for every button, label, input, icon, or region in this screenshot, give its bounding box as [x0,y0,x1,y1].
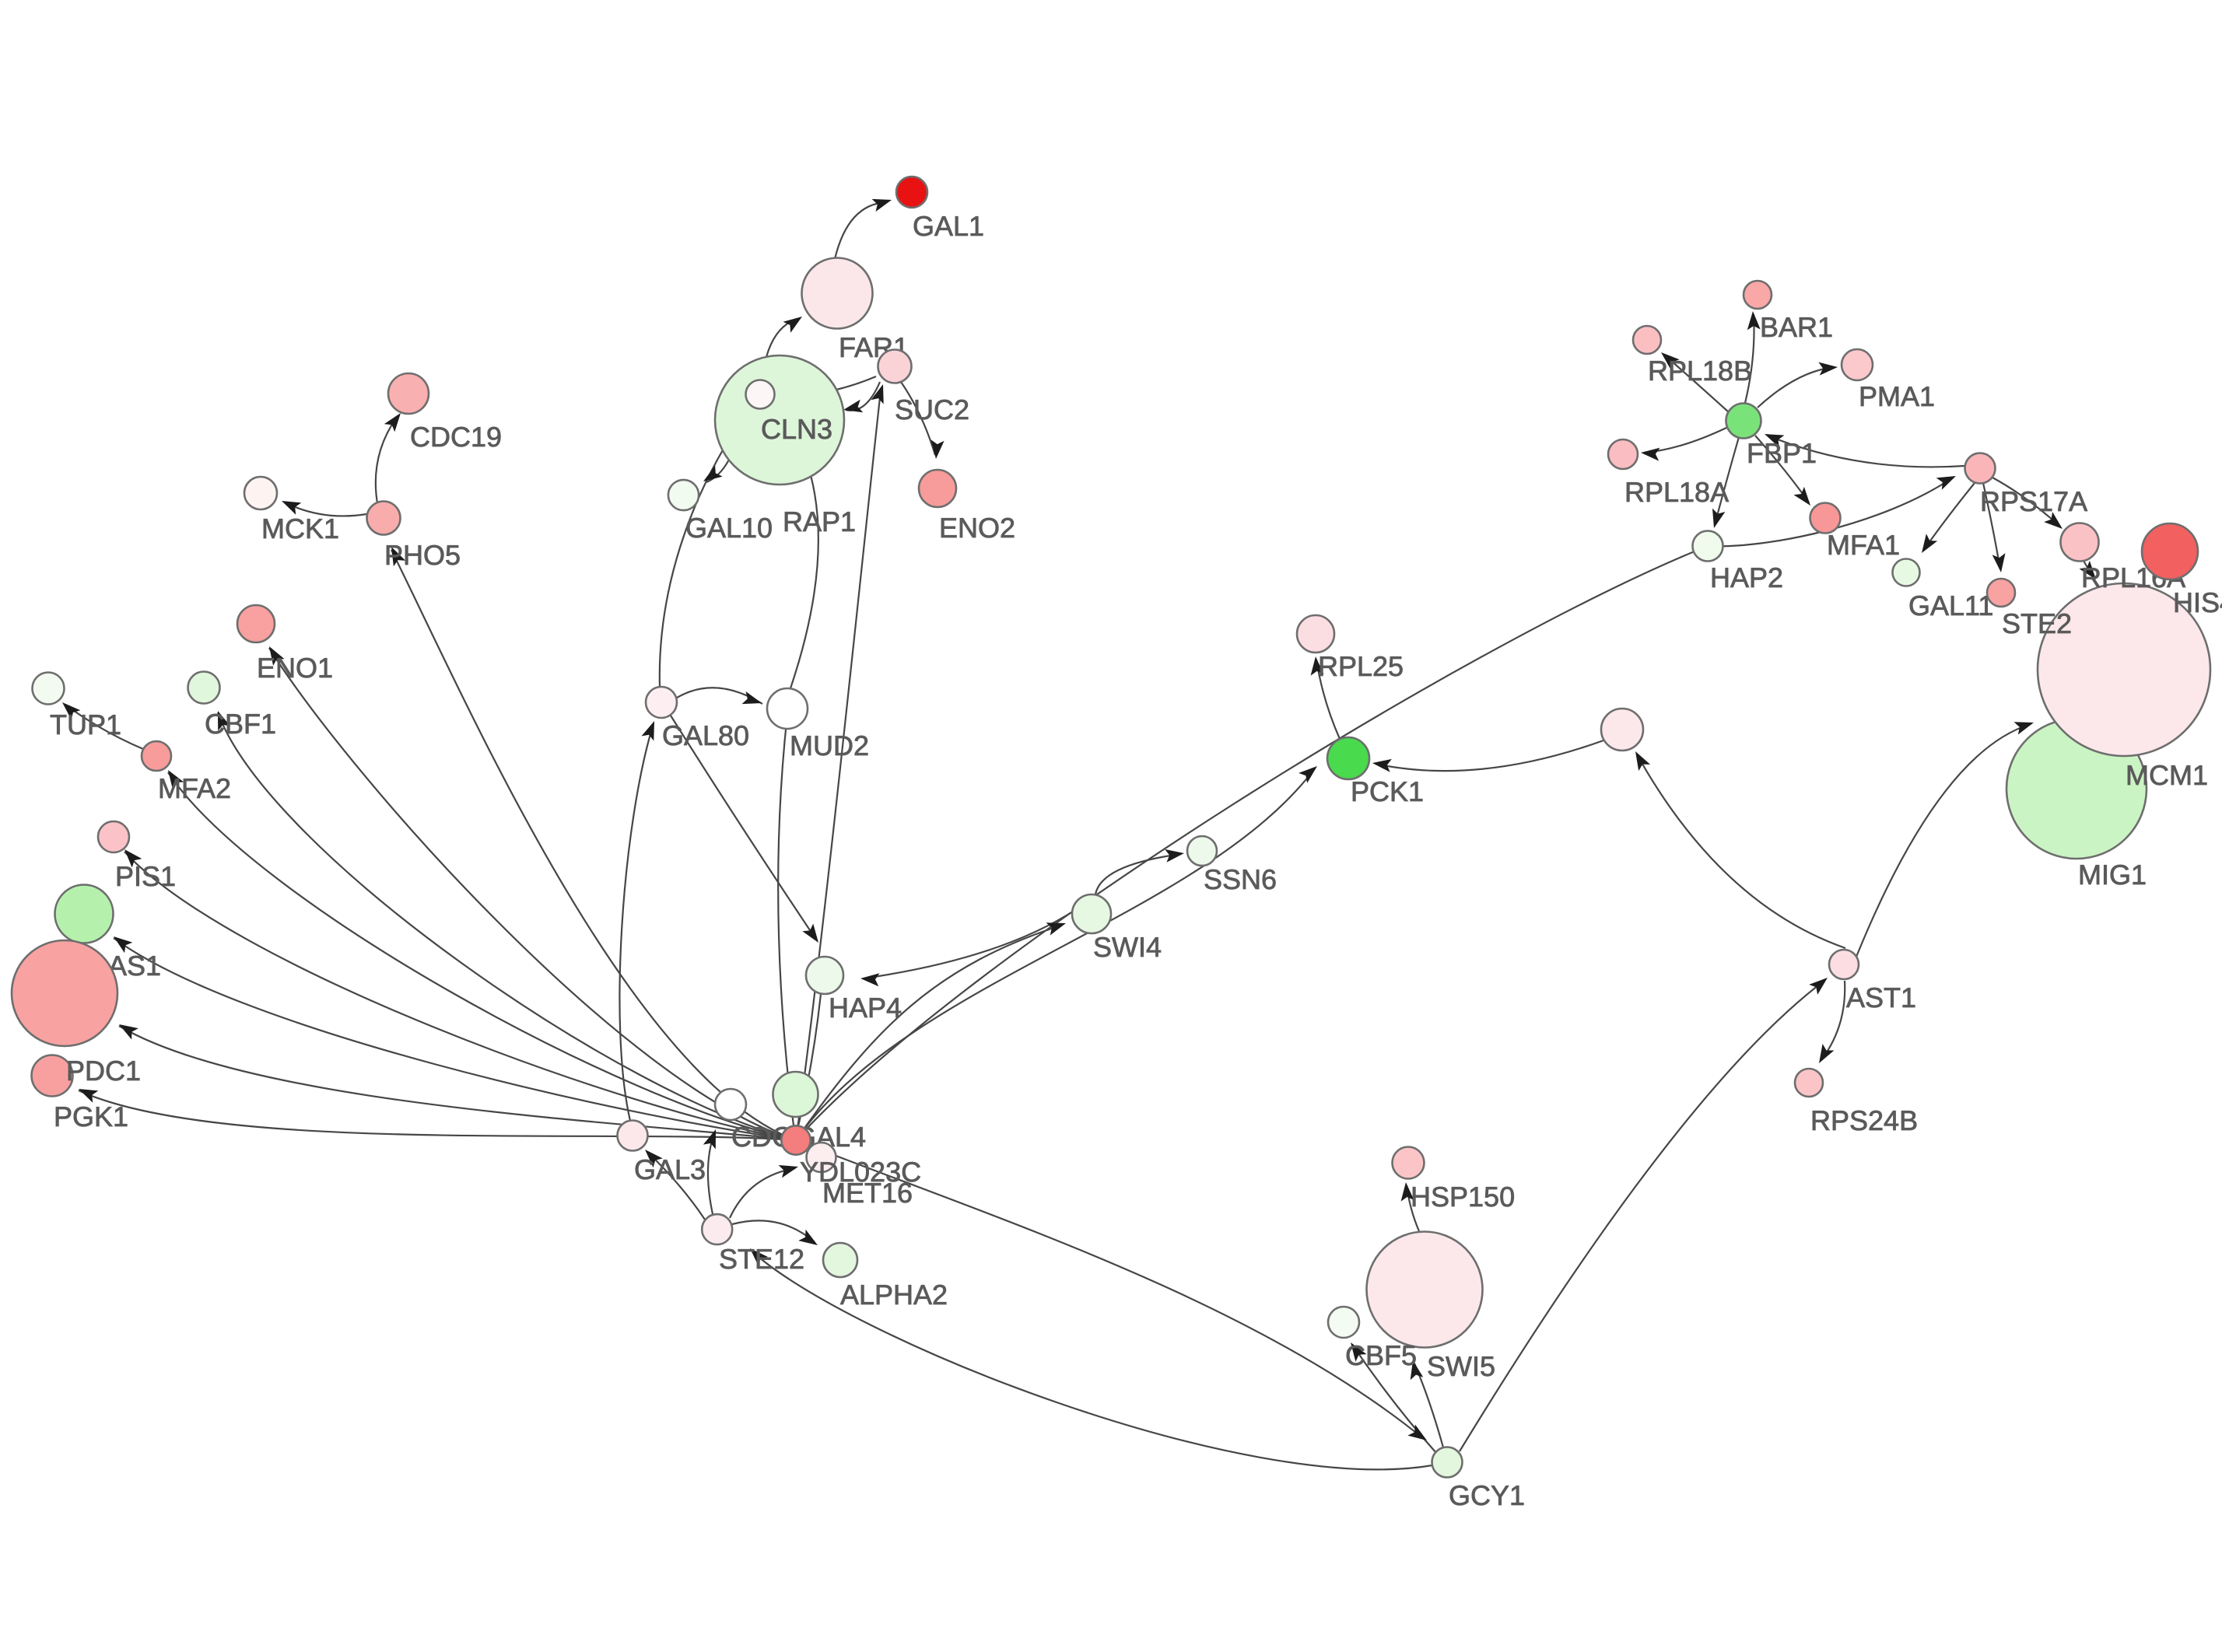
svg-text:MIG1: MIG1 [2078,859,2147,891]
svg-text:MUD2: MUD2 [790,730,869,761]
svg-text:RPS24B: RPS24B [1810,1104,1918,1136]
svg-text:MFA1: MFA1 [1827,529,1900,561]
svg-text:PGK1: PGK1 [54,1101,128,1132]
svg-text:SSN6: SSN6 [1204,863,1277,895]
svg-text:GAL3: GAL3 [634,1153,706,1185]
svg-text:CDC19: CDC19 [410,421,502,453]
svg-text:GAL1: GAL1 [913,210,984,242]
svg-text:RPL18B: RPL18B [1648,355,1752,387]
svg-text:GCY1: GCY1 [1449,1479,1525,1511]
svg-text:MCK1: MCK1 [261,513,339,544]
svg-text:HAP4: HAP4 [829,992,902,1024]
svg-text:SWI5: SWI5 [1427,1350,1495,1382]
svg-text:CBF5: CBF5 [1345,1339,1417,1371]
svg-text:STE12: STE12 [719,1243,804,1275]
svg-text:ENO1: ENO1 [257,652,333,684]
svg-text:SWI4: SWI4 [1093,931,1162,963]
svg-text:ENO2: ENO2 [939,512,1015,544]
svg-text:STE2: STE2 [2002,607,2072,639]
svg-text:CLN3: CLN3 [761,413,832,445]
svg-text:RPL25: RPL25 [1318,650,1404,682]
svg-text:GAL10: GAL10 [685,512,773,544]
svg-text:GAL80: GAL80 [662,719,749,751]
svg-text:MCM1: MCM1 [2126,759,2208,791]
svg-text:MFA2: MFA2 [158,772,231,804]
svg-text:ALPHA2: ALPHA2 [840,1279,948,1311]
svg-text:CBF1: CBF1 [205,708,276,740]
svg-text:FBP1: FBP1 [1747,437,1817,469]
svg-text:GAL11: GAL11 [1908,590,1993,621]
svg-text:RPL18A: RPL18A [1624,476,1729,508]
svg-text:AST1: AST1 [1846,982,1916,1013]
svg-text:RPS17A: RPS17A [1980,485,2087,517]
svg-text:HAP2: HAP2 [1710,562,1783,593]
svg-text:HIS4: HIS4 [2173,586,2222,618]
svg-text:PIS1: PIS1 [115,860,176,892]
svg-text:BAR1: BAR1 [1760,311,1833,343]
svg-text:PDC1: PDC1 [66,1055,141,1087]
svg-text:PHO5: PHO5 [384,539,461,571]
svg-text:PMA1: PMA1 [1859,380,1935,412]
svg-text:YDL023C: YDL023C [800,1156,921,1188]
svg-text:MET16: MET16 [822,1177,913,1209]
svg-text:SUC2: SUC2 [895,394,969,425]
svg-text:PCK1: PCK1 [1351,775,1424,807]
svg-text:TUP1: TUP1 [50,709,121,740]
svg-text:HSP150: HSP150 [1411,1181,1515,1213]
svg-text:RAP1: RAP1 [783,506,856,537]
